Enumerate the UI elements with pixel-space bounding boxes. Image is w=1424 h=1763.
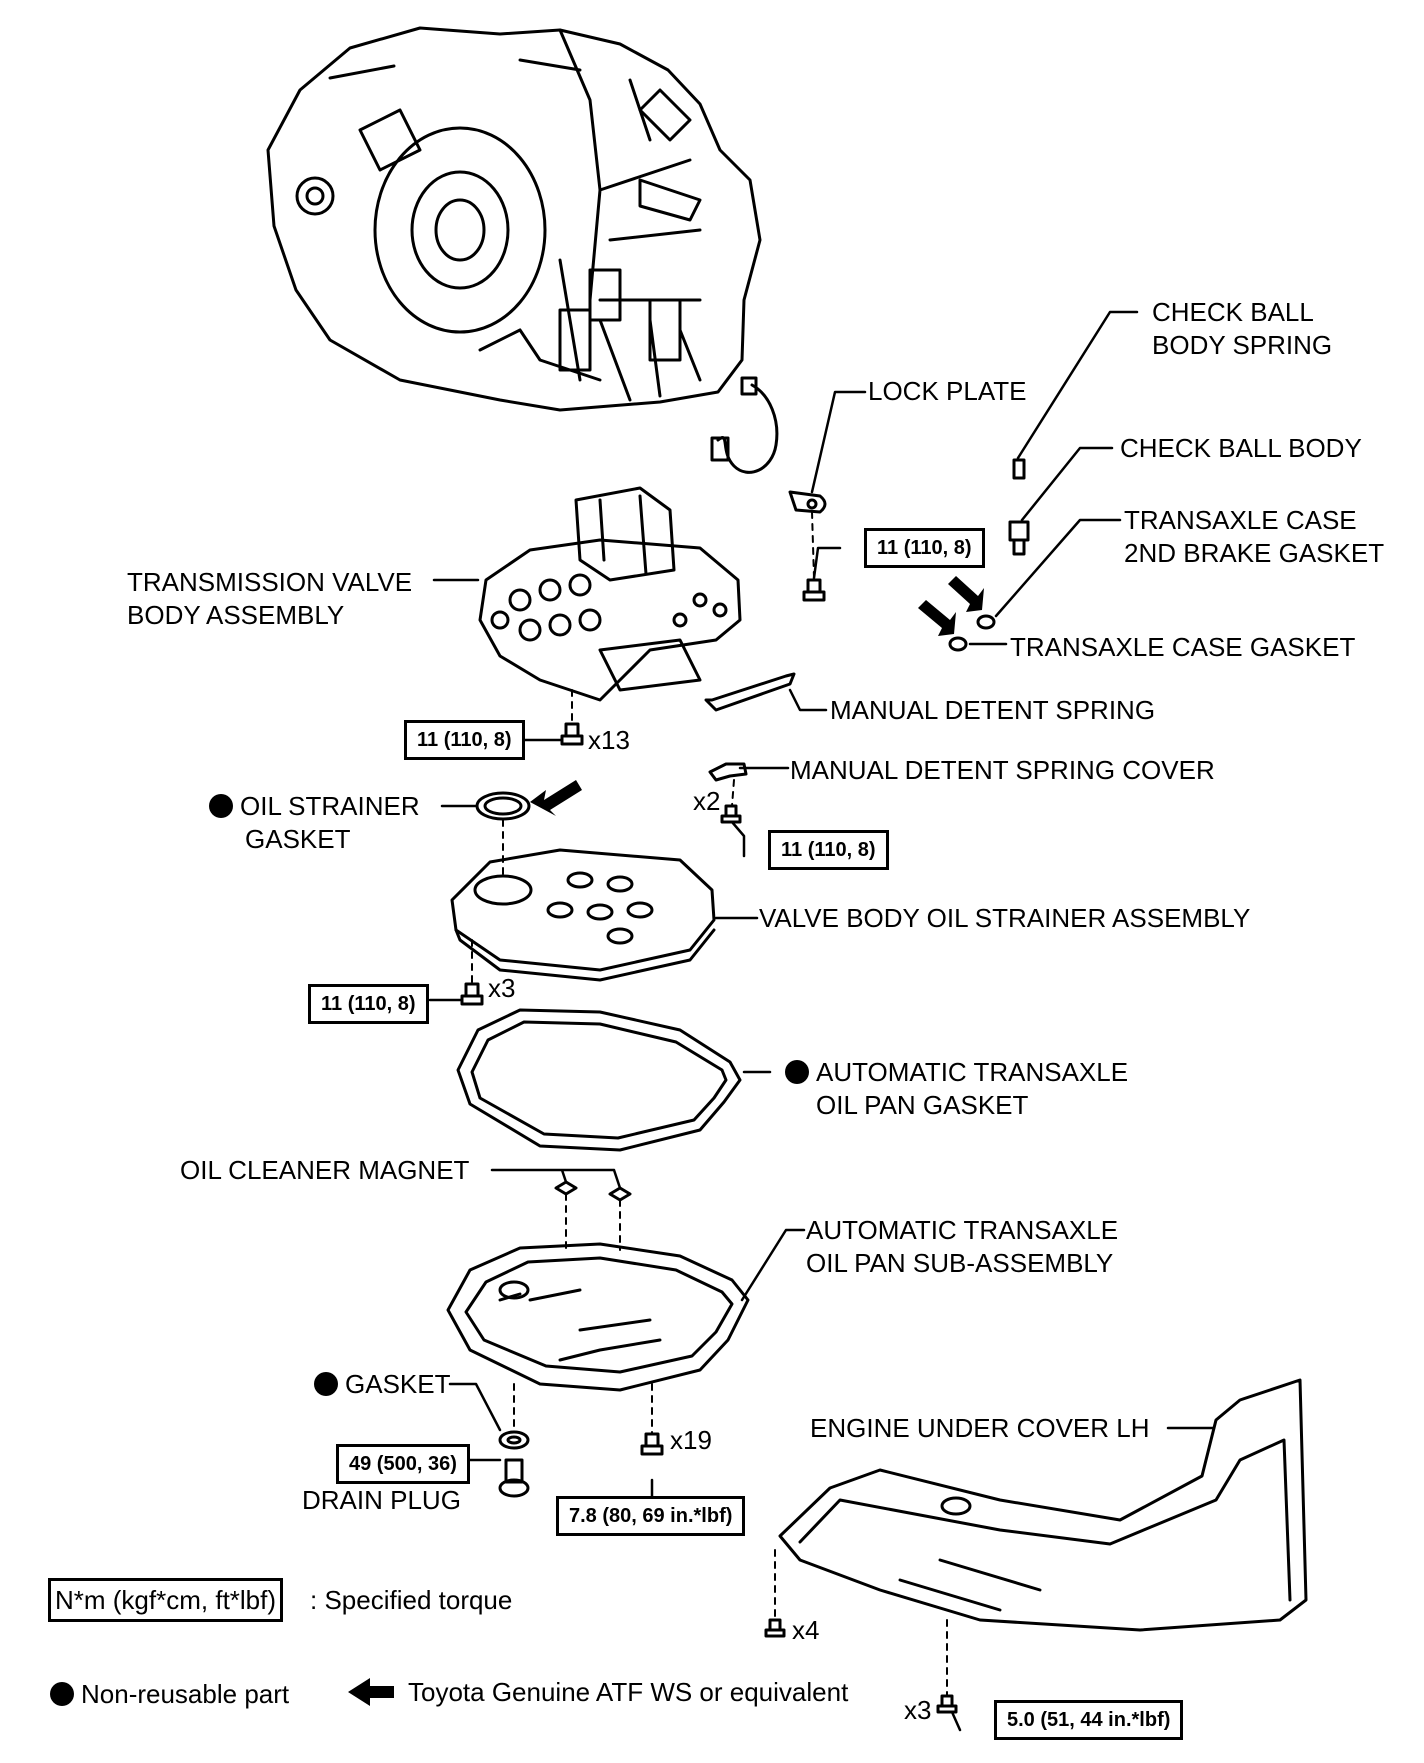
speed-sensor-wire	[710, 376, 779, 474]
qty-oil-pan: x19	[670, 1425, 712, 1455]
non-reusable-dot-icon	[209, 794, 233, 818]
label-oil-pan-gasket-line1: AUTOMATIC TRANSAXLE	[785, 1056, 1128, 1089]
qty-under-cover-b: x3	[904, 1695, 932, 1725]
check-ball-body-spring	[1012, 458, 1026, 480]
torque-detent-cover: 11 (110, 8)	[768, 830, 889, 870]
under-cover-bolt-a-icon	[764, 1618, 786, 1638]
torque-valve-body: 11 (110, 8)	[404, 720, 525, 760]
label-transaxle-case-gasket: TRANSAXLE CASE GASKET	[1010, 632, 1356, 662]
torque-oil-pan: 7.8 (80, 69 in.*lbf)	[556, 1496, 746, 1536]
label-valve-body-line1: TRANSMISSION VALVE	[127, 567, 413, 597]
oil-pan-gasket	[456, 1008, 742, 1152]
atf-arrow-case-gasket	[918, 600, 956, 636]
drain-plug	[498, 1458, 530, 1498]
label-gasket: GASKET	[314, 1368, 450, 1401]
legend-non-reusable: Non-reusable part	[50, 1678, 289, 1711]
manual-detent-spring-cover	[708, 762, 748, 782]
qty-strainer: x3	[488, 973, 516, 1003]
torque-strainer: 11 (110, 8)	[308, 984, 429, 1024]
lock-plate	[788, 490, 827, 514]
valve-body-assembly	[478, 486, 742, 702]
label-check-ball-body-spring-line1: CHECK BALL	[1152, 297, 1314, 327]
torque-lock-plate: 11 (110, 8)	[864, 528, 985, 568]
label-check-ball-body-spring-line2: BODY SPRING	[1152, 330, 1333, 360]
torque-drain-plug: 49 (500, 36)	[336, 1444, 470, 1484]
valve-body-oil-strainer	[450, 848, 716, 982]
atf-arrow-2nd-brake-gasket	[948, 576, 984, 612]
qty-under-cover-a: x4	[792, 1615, 820, 1645]
drain-plug-gasket	[498, 1430, 530, 1450]
legend-arrow-icon	[348, 1678, 394, 1706]
label-oil-pan-gasket-line2: OIL PAN GASKET	[816, 1090, 1029, 1120]
label-lock-plate: LOCK PLATE	[868, 376, 1027, 406]
label-oil-strainer-gasket-line2: GASKET	[245, 824, 351, 854]
label-manual-detent-spring: MANUAL DETENT SPRING	[830, 695, 1156, 725]
under-cover-bolt-b-icon	[936, 1694, 958, 1714]
strainer-bolt-icon	[460, 982, 484, 1006]
oil-pan-sub-assembly	[446, 1242, 750, 1392]
label-valve-body-oil-strainer: VALVE BODY OIL STRAINER ASSEMBLY	[759, 903, 1251, 933]
label-check-ball-body: CHECK BALL BODY	[1120, 433, 1362, 463]
transaxle-case-gasket	[948, 636, 968, 652]
manual-detent-spring	[704, 672, 796, 712]
lock-plate-bolt-icon	[802, 578, 826, 602]
label-2nd-brake-gasket-line1: TRANSAXLE CASE	[1124, 505, 1357, 535]
leader-lines	[428, 310, 1216, 1732]
label-2nd-brake-gasket-line2: 2ND BRAKE GASKET	[1124, 538, 1385, 568]
non-reusable-dot-icon	[50, 1682, 74, 1706]
legend-atf: Toyota Genuine ATF WS or equivalent	[408, 1677, 849, 1707]
label-oil-strainer-gasket-line1: OIL STRAINER	[209, 790, 420, 823]
label-drain-plug: DRAIN PLUG	[302, 1485, 461, 1515]
oil-cleaner-magnet	[554, 1180, 632, 1202]
torque-under-cover: 5.0 (51, 44 in.*lbf)	[994, 1700, 1184, 1740]
atf-arrow-strainer-gasket	[530, 780, 582, 816]
legend-torque-box: N*m (kgf*cm, ft*lbf)	[48, 1578, 284, 1622]
label-valve-body-line2: BODY ASSEMBLY	[127, 600, 345, 630]
oil-strainer-gasket	[475, 791, 531, 821]
engine-under-cover	[778, 1378, 1308, 1632]
label-oil-pan-sub-line2: OIL PAN SUB-ASSEMBLY	[806, 1248, 1114, 1278]
check-ball-body	[1008, 520, 1030, 556]
valve-body-bolt-icon	[560, 722, 584, 746]
label-engine-under-cover: ENGINE UNDER COVER LH	[810, 1413, 1150, 1443]
qty-valve-body: x13	[588, 725, 630, 755]
transaxle-housing	[266, 26, 762, 412]
non-reusable-dot-icon	[314, 1372, 338, 1396]
alignment-dashes	[471, 511, 948, 1697]
non-reusable-dot-icon	[785, 1060, 809, 1084]
detent-cover-bolt-icon	[720, 804, 742, 824]
legend-torque-text: : Specified torque	[310, 1585, 513, 1615]
label-oil-cleaner-magnet: OIL CLEANER MAGNET	[180, 1155, 470, 1185]
oil-pan-bolt-icon	[640, 1432, 664, 1456]
transaxle-case-2nd-brake-gasket	[976, 614, 996, 630]
label-manual-detent-spring-cover: MANUAL DETENT SPRING COVER	[790, 755, 1215, 785]
qty-detent-cover: x2	[693, 786, 721, 816]
label-oil-pan-sub-line1: AUTOMATIC TRANSAXLE	[806, 1215, 1119, 1245]
